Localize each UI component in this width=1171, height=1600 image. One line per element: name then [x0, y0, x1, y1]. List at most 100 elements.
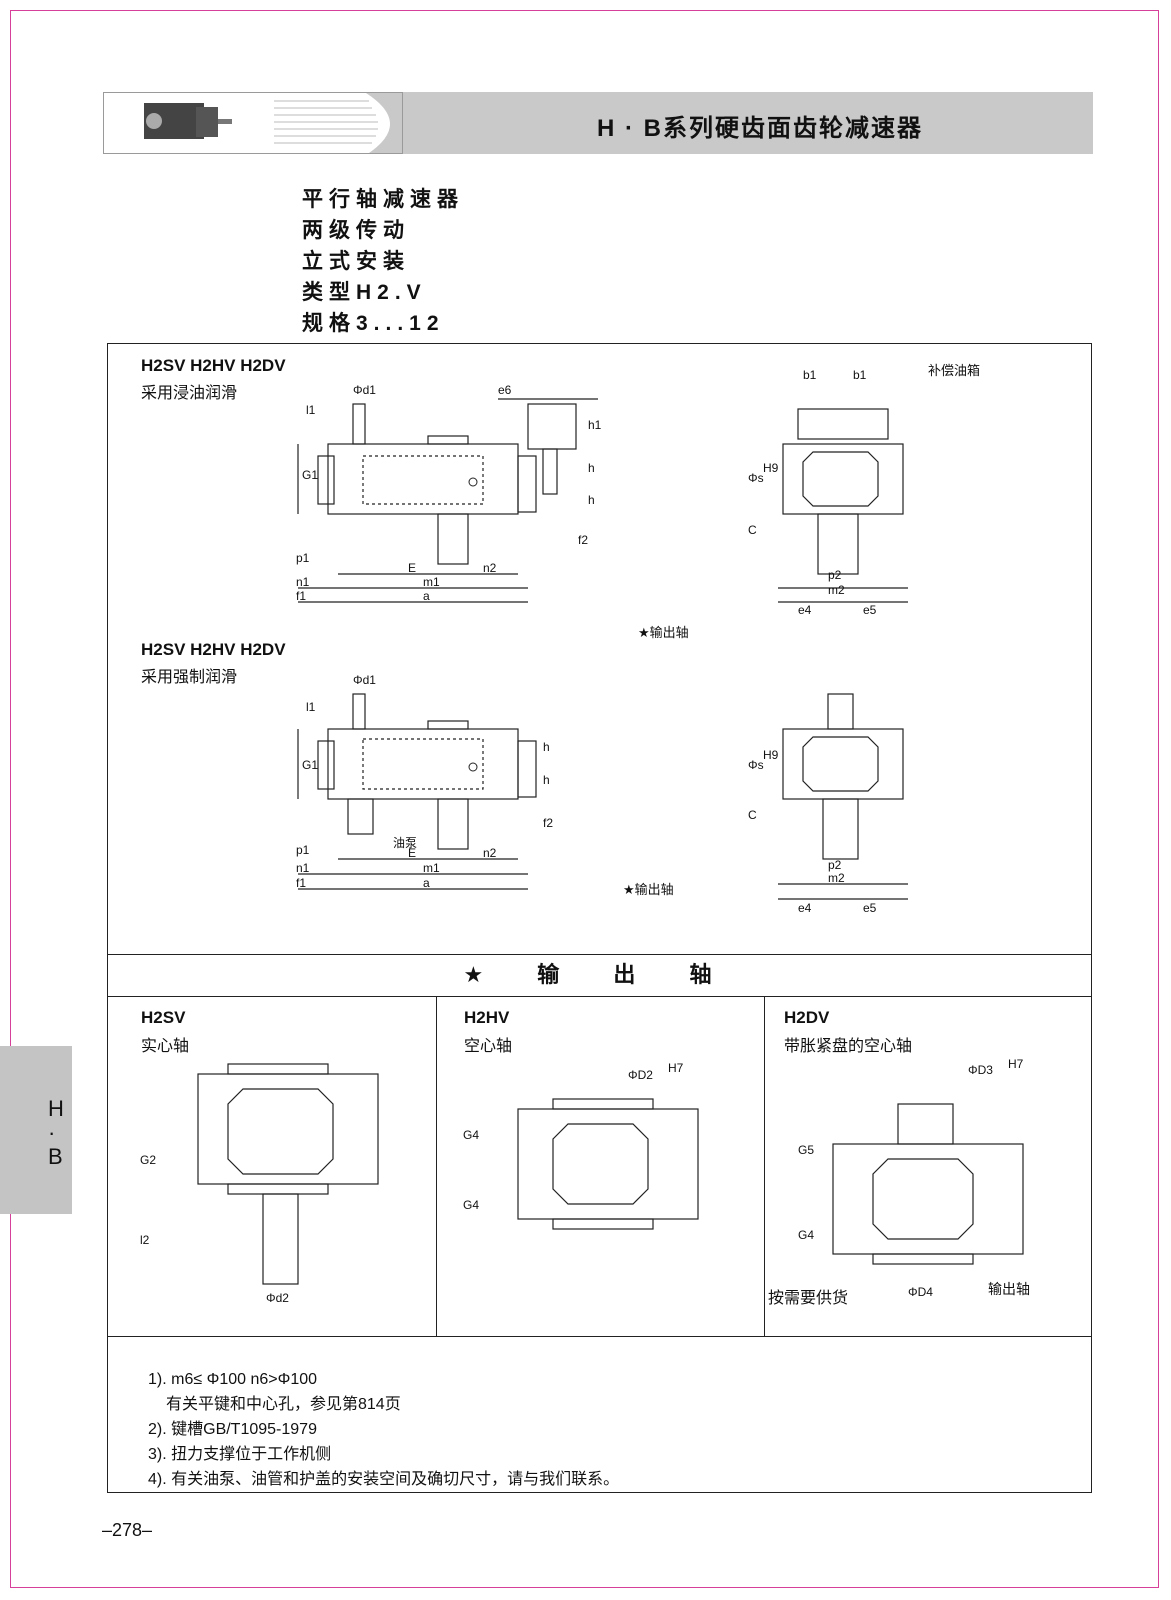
spec-item: 立式安装: [302, 250, 410, 273]
dim-m2: m2: [828, 583, 845, 597]
dim-E: E: [408, 846, 416, 860]
reducer-photo-icon: [144, 93, 402, 153]
dim-b1: b1: [853, 368, 867, 382]
dim-G1: G1: [302, 758, 318, 772]
dim-G4: G4: [463, 1198, 479, 1212]
dim-C: C: [748, 808, 757, 822]
shaft-type: 空心轴: [464, 1038, 513, 1055]
dim-s: Φs: [748, 758, 764, 772]
dim-G4: G4: [798, 1228, 814, 1242]
footnote: 1). m6≤ Φ100 n6>Φ100: [148, 1371, 318, 1388]
tab-dot: ·: [48, 1120, 56, 1145]
dim-p2: p2: [828, 858, 842, 872]
dim-d1: Φd1: [353, 673, 376, 687]
shaft-shrink-disk-view: G5 G4 ΦD3 H7 ΦD4: [798, 1057, 1024, 1299]
divider: [764, 996, 765, 1336]
dim-H7: H7: [668, 1061, 684, 1075]
spec-item: 规格3...12: [302, 312, 445, 335]
section-title: ★ 输 出 轴: [463, 962, 736, 987]
dim-h1: h1: [588, 418, 602, 432]
diagram1-side-view: l1 G1 Φd1 e6 h1 h h f2 p1 n1 f1 E n2 m1 …: [296, 383, 602, 603]
dim-d2: Φd2: [266, 1291, 289, 1305]
dim-a: a: [423, 876, 430, 890]
dim-G4: G4: [463, 1128, 479, 1142]
tab-letter: H: [48, 1096, 64, 1121]
dim-n2: n2: [483, 561, 497, 575]
spec-list: 平行轴减速器 两级传动 立式安装 类型H2.V 规格3...12: [302, 184, 464, 339]
supply-note: 按需要供货: [768, 1290, 849, 1307]
dim-n2: n2: [483, 846, 497, 860]
dim-m2: m2: [828, 871, 845, 885]
dim-h: h: [543, 740, 550, 754]
divider: [436, 996, 437, 1336]
spec-item: 两级传动: [302, 219, 410, 242]
drawing-box: H2SV H2HV H2DV 采用浸油润滑 l1 G1 Φd1 e6 h1 h …: [107, 343, 1092, 1493]
dim-f2: f2: [543, 816, 553, 830]
dim-h: h: [588, 461, 595, 475]
spec-item: 平行轴减速器: [302, 188, 464, 211]
shaft-hollow-view: G4 G4 ΦD2 H7: [463, 1061, 699, 1230]
shaft-solid-view: G2 l2 Φd2: [140, 1063, 379, 1305]
diagram1-end-view: b1 b1 Φs H9 C p2 m2 e4 e5: [748, 368, 908, 617]
output-shaft-label: 输出轴: [988, 1281, 1030, 1297]
divider: [108, 954, 1091, 955]
dim-e4: e4: [798, 901, 812, 915]
dim-e4: e4: [798, 603, 812, 617]
shaft-type: 实心轴: [141, 1038, 190, 1055]
dim-f1: f1: [296, 876, 306, 890]
divider: [108, 1336, 1091, 1337]
reducer-thumbnail: [103, 92, 403, 154]
dim-a: a: [423, 589, 430, 603]
oil-pump-label: 油泵: [393, 836, 417, 850]
diagram2-lubrication: 采用强制润滑: [141, 669, 238, 686]
diagram2-end-view: Φs H9 C p2 m2 e4 e5: [748, 693, 908, 915]
comp-tank-label: 补偿油箱: [928, 363, 981, 378]
page-header: H · B系列硬齿面齿轮减速器: [103, 92, 1093, 154]
diagram2-side-view: l1 G1 Φd1 h h f2 油泵 p1 n1 f1 E n2 m1 a: [296, 673, 553, 890]
diagram2-models: H2SV H2HV H2DV: [141, 640, 286, 659]
header-band: [403, 92, 1093, 154]
dim-p1: p1: [296, 843, 310, 857]
shaft-model: H2HV: [464, 1008, 510, 1027]
footnote: 4). 有关油泵、油管和护盖的安装空间及确切尺寸，请与我们联系。: [148, 1471, 620, 1488]
dim-l2: l2: [140, 1233, 150, 1247]
dim-H7: H7: [1008, 1057, 1024, 1071]
dim-H9: H9: [763, 748, 779, 762]
dim-s: Φs: [748, 471, 764, 485]
shaft-model: H2SV: [141, 1008, 186, 1027]
section-tab: H · B: [0, 1046, 72, 1214]
dim-p1: p1: [296, 551, 310, 565]
footnote: 有关平键和中心孔，参见第814页: [166, 1396, 401, 1413]
dim-D3: ΦD3: [968, 1063, 993, 1077]
dim-l1: l1: [306, 403, 316, 417]
page-number: –278–: [102, 1520, 153, 1540]
footnote: 3). 扭力支撑位于工作机侧: [148, 1446, 332, 1463]
dim-f1: f1: [296, 589, 306, 603]
dim-E: E: [408, 561, 416, 575]
shaft-type: 带胀紧盘的空心轴: [784, 1038, 913, 1055]
dim-n1: n1: [296, 861, 310, 875]
footnotes: 1). m6≤ Φ100 n6>Φ100 有关平键和中心孔，参见第814页 2)…: [148, 1367, 619, 1492]
output-shaft-label: ★输出轴: [638, 625, 689, 640]
dim-H9: H9: [763, 461, 779, 475]
dim-p2: p2: [828, 568, 842, 582]
dim-d1: Φd1: [353, 383, 376, 397]
dim-m1: m1: [423, 575, 440, 589]
diagram1-lubrication: 采用浸油润滑: [141, 385, 238, 402]
dim-C: C: [748, 523, 757, 537]
shaft-model: H2DV: [784, 1008, 830, 1027]
dim-m1: m1: [423, 861, 440, 875]
dim-l1: l1: [306, 700, 316, 714]
page-border: [10, 10, 1159, 1588]
dim-D2: ΦD2: [628, 1068, 653, 1082]
diagram1-models: H2SV H2HV H2DV: [141, 356, 286, 375]
dim-e6: e6: [498, 383, 512, 397]
tab-letter: B: [48, 1144, 63, 1169]
dim-G2: G2: [140, 1153, 156, 1167]
dim-e5: e5: [863, 901, 877, 915]
output-shaft-label: ★输出轴: [623, 882, 674, 897]
dim-f2: f2: [578, 533, 588, 547]
page-title: H · B系列硬齿面齿轮减速器: [597, 115, 923, 142]
spec-item: 类型H2.V: [302, 281, 427, 304]
dim-D4: ΦD4: [908, 1285, 933, 1299]
